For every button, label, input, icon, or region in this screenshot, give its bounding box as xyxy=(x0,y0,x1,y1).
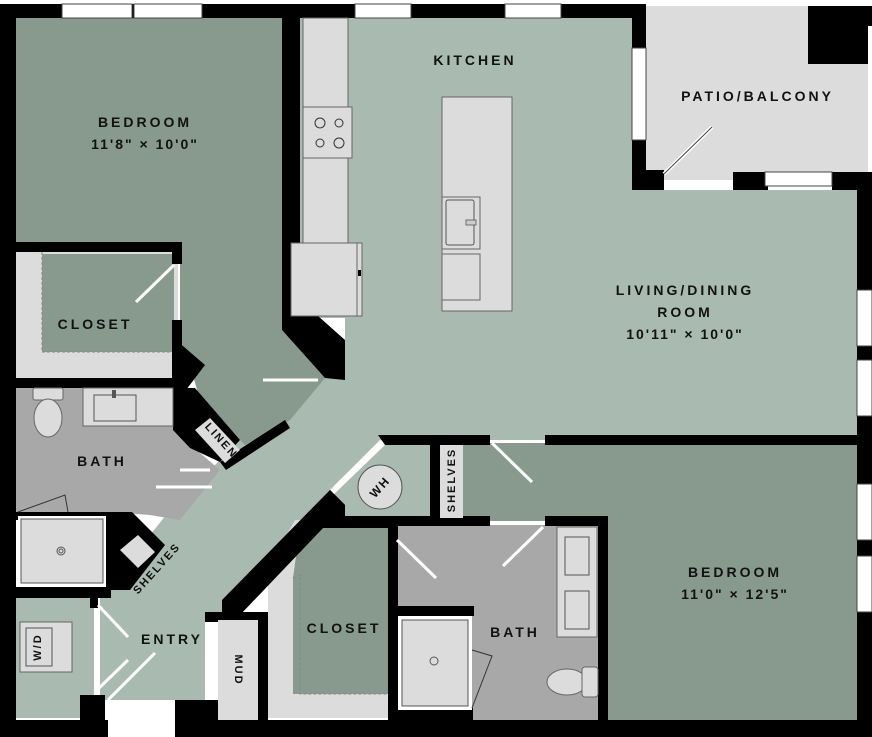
bath-2-fixtures xyxy=(395,525,599,710)
closet-1-label: CLOSET xyxy=(57,316,133,332)
windows xyxy=(61,3,872,613)
bedroom-1-dims: 11'8" × 10'0" xyxy=(91,136,199,152)
bedroom-1-floor xyxy=(16,18,325,445)
patio-door[interactable] xyxy=(663,126,713,175)
bedroom-2-dims: 11'0" × 12'5" xyxy=(681,586,789,602)
shower-2-icon xyxy=(401,619,469,707)
patio-label: PATIO/BALCONY xyxy=(681,88,834,104)
wd-label: W/D xyxy=(32,633,44,661)
bath-1-label: BATH xyxy=(77,453,127,469)
closet-2-label: CLOSET xyxy=(306,620,382,636)
living-label: LIVING/DINING xyxy=(615,282,755,298)
bath-1-doors xyxy=(156,468,212,489)
refrigerator-icon xyxy=(290,242,358,317)
wh-door[interactable] xyxy=(333,443,380,489)
toilet-2-icon xyxy=(546,668,588,696)
mud-bench xyxy=(218,620,258,720)
entry-label: ENTRY xyxy=(141,631,203,647)
living-dims: 10'11" × 10'0" xyxy=(626,326,744,342)
bedroom-1-label: BEDROOM xyxy=(97,114,193,130)
bedroom-2-door[interactable] xyxy=(490,441,534,484)
toilet-icon xyxy=(33,398,63,438)
living-dining-floor xyxy=(100,18,857,700)
laundry xyxy=(19,621,73,673)
shower-icon xyxy=(20,518,104,584)
bath-sink-icon xyxy=(93,394,137,422)
bath-1-fixtures xyxy=(17,387,174,586)
kitchen-counter xyxy=(290,17,363,317)
bath-2-label: BATH xyxy=(490,624,540,640)
kitchen-island xyxy=(441,96,513,312)
bedroom-2-label: BEDROOM xyxy=(687,564,783,580)
water-heater-icon xyxy=(357,464,403,510)
sink-2-icon xyxy=(564,590,590,630)
closet-1-door[interactable] xyxy=(134,263,176,304)
kitchen-label: KITCHEN xyxy=(433,52,517,68)
entry-doors[interactable] xyxy=(93,603,157,702)
washer-dryer-icon xyxy=(25,627,53,667)
sink-1-icon xyxy=(564,536,590,576)
shelves-2-label: SHELVES xyxy=(446,447,458,513)
stove-burners-icon xyxy=(314,117,345,149)
mud-label: MUD xyxy=(232,654,244,686)
dishwasher-icon xyxy=(441,253,481,301)
bedroom-2-floor xyxy=(606,443,857,721)
living-label-2: ROOM xyxy=(657,304,713,320)
